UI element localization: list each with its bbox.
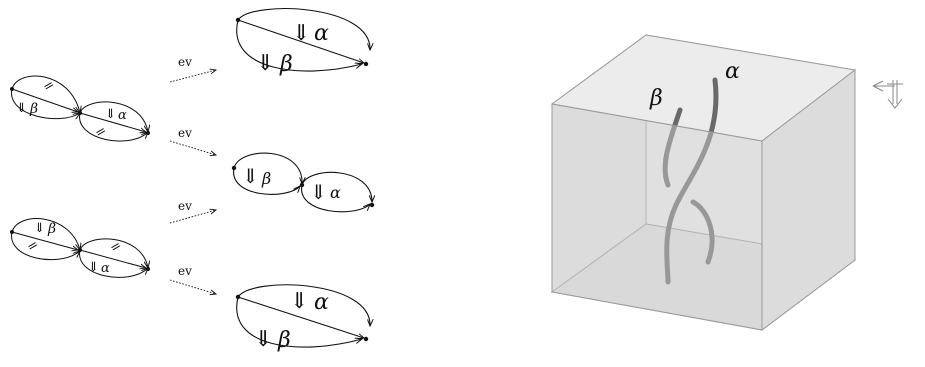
result-middle-top: ⇓ β ⇓ α bbox=[231, 152, 375, 213]
beta-label: β bbox=[649, 86, 663, 111]
bigon-top-arc bbox=[301, 171, 372, 202]
two-cell-arrow-icon: ⇓ bbox=[242, 164, 259, 188]
object-dot bbox=[78, 248, 82, 252]
two-cell-arrow-icon: ⇓ bbox=[105, 107, 116, 122]
alpha-label: α bbox=[118, 108, 127, 123]
bigon-diagonal bbox=[79, 249, 146, 268]
beta-strand-lower bbox=[690, 199, 715, 265]
rotation-arrows-icon bbox=[872, 80, 903, 109]
bigon-bottom-arc bbox=[301, 184, 370, 213]
bigon-top-arc bbox=[237, 284, 370, 326]
beta-label: β bbox=[261, 169, 271, 188]
object-dot bbox=[299, 182, 305, 188]
object-dot bbox=[363, 336, 369, 342]
object-dot bbox=[369, 202, 375, 208]
two-cell-arrow-icon: ⇓ bbox=[254, 327, 272, 352]
bigon-diagonal bbox=[11, 88, 78, 112]
alpha-strand bbox=[664, 77, 719, 285]
beta-strand-upper bbox=[662, 107, 683, 188]
beta-label: β bbox=[29, 101, 38, 117]
beta-label: β bbox=[47, 221, 56, 237]
bigon-diagonal bbox=[237, 19, 364, 63]
ev-arrow bbox=[169, 140, 216, 155]
ev-label: ev bbox=[178, 126, 192, 140]
two-cell-arrow-icon: ⇓ bbox=[256, 51, 274, 76]
object-dot bbox=[146, 267, 150, 271]
composite-bottom-left: ⇓ β = = ⇓ α bbox=[10, 218, 150, 278]
cube-front-face bbox=[551, 103, 763, 331]
bigon-diagonal bbox=[237, 296, 364, 338]
ev-arrow bbox=[169, 210, 216, 224]
composite-top-left: = ⇓ β ⇓ α = bbox=[10, 75, 150, 142]
bigon-bottom-arc bbox=[79, 249, 148, 278]
ev-label: ev bbox=[178, 55, 192, 69]
object-dot bbox=[235, 294, 241, 300]
bigon-bottom-arc bbox=[236, 296, 362, 348]
ev-arrow bbox=[169, 279, 216, 294]
two-cell-arrow-icon: ⇓ bbox=[292, 21, 310, 46]
two-cell-arrow-icon: ⇓ bbox=[34, 221, 45, 236]
bigon-bottom-arc bbox=[11, 231, 80, 261]
object-dot bbox=[231, 165, 237, 171]
ev-label: ev bbox=[178, 199, 192, 213]
object-dot bbox=[146, 131, 150, 135]
alpha-label: α bbox=[725, 59, 740, 84]
bigon-top-arc bbox=[11, 75, 80, 113]
alpha-label: α bbox=[314, 21, 329, 46]
two-cell-arrow-icon: ⇓ bbox=[88, 260, 99, 275]
alpha-label: α bbox=[330, 183, 341, 202]
two-cell-arrow-icon: ⇓ bbox=[310, 180, 327, 204]
object-dot bbox=[10, 230, 14, 234]
bigon-diagonal bbox=[11, 231, 78, 250]
cube-braid: β α bbox=[550, 34, 857, 332]
bigon-top-arc bbox=[79, 238, 148, 268]
bigon-bottom-arc bbox=[79, 112, 148, 142]
bigon-top-arc bbox=[237, 8, 370, 50]
bigon-top-arc bbox=[11, 218, 80, 250]
equals-symbol: = bbox=[41, 77, 58, 95]
bigon-top-arc bbox=[79, 101, 148, 132]
bigon-bottom-arc bbox=[236, 19, 362, 72]
equals-symbol: = bbox=[93, 123, 110, 141]
bigon-diagonal bbox=[79, 112, 146, 132]
bigon-bottom-arc bbox=[11, 88, 80, 119]
alpha-label: α bbox=[314, 290, 329, 315]
beta-label: β bbox=[277, 328, 291, 353]
ev-arrow bbox=[169, 70, 216, 83]
bigon-bottom-arc bbox=[233, 167, 300, 195]
evaluation-arrows: ev ev ev ev bbox=[169, 55, 216, 294]
object-dot bbox=[10, 87, 14, 91]
result-bottom: ⇓ α ⇓ β bbox=[235, 284, 370, 353]
alpha-label: α bbox=[101, 261, 110, 276]
object-dot bbox=[363, 61, 369, 67]
result-top: ⇓ α ⇓ β bbox=[235, 8, 370, 77]
two-cell-arrow-icon: ⇓ bbox=[16, 101, 27, 116]
object-dot bbox=[235, 17, 241, 23]
ev-label: ev bbox=[178, 264, 192, 278]
bigon-top-arc bbox=[233, 152, 302, 184]
object-dot bbox=[78, 111, 82, 115]
beta-label: β bbox=[279, 52, 293, 77]
two-cell-arrow-icon: ⇓ bbox=[290, 289, 308, 314]
